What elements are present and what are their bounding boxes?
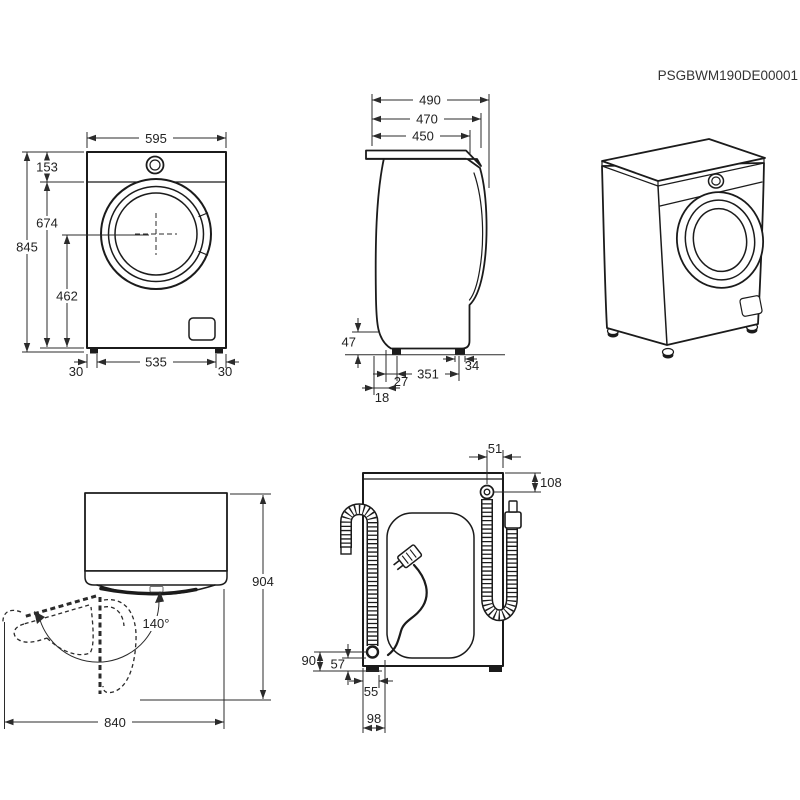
side-door-inner-arc — [468, 172, 484, 301]
inlet-hose-coupling — [504, 511, 522, 529]
dim-top-depth-open: 904 — [252, 574, 274, 589]
drain-hose-end — [340, 546, 352, 555]
persp-filter-door — [739, 295, 763, 317]
rear-view: 51 108 90 57 55 98 — [302, 441, 562, 733]
door-handle-ticks — [198, 212, 209, 256]
rear-dimensions: 51 108 90 57 55 98 — [302, 441, 562, 733]
front-foot-right — [215, 348, 223, 354]
dim-top-width-open: 840 — [104, 715, 126, 730]
front-dimensions: 595 845 153 674 462 535 30 30 — [13, 131, 239, 379]
front-door — [100, 178, 212, 290]
dim-rear-drain-height: 90 — [302, 653, 316, 668]
dim-side-foot-spacing: 351 — [417, 367, 439, 382]
dim-front-foot-inset-right: 30 — [218, 364, 232, 379]
rear-foot-right — [489, 666, 502, 672]
dim-rear-cord-offset: 98 — [367, 711, 381, 726]
dim-side-depth-total: 490 — [419, 93, 441, 108]
top-door-edge — [99, 586, 198, 596]
inlet-hose-nipple — [508, 500, 518, 513]
front-filter-door — [188, 317, 216, 341]
persp-foot-front — [661, 347, 675, 357]
top-front-band — [84, 570, 228, 586]
side-foot-front — [455, 349, 465, 355]
front-foot-left — [90, 348, 98, 354]
side-cabinet — [374, 157, 488, 350]
persp-front-left-edge — [657, 185, 668, 346]
dim-side-rear-foot-offset: 27 — [394, 374, 408, 389]
dim-side-depth-worktop: 470 — [416, 112, 438, 127]
dim-front-door-center: 462 — [56, 289, 78, 304]
swing-arrow-closed — [155, 591, 164, 603]
front-knob-inner — [149, 159, 161, 171]
perspective-view — [601, 138, 766, 359]
persp-knob-inner — [711, 176, 721, 186]
front-view: 595 845 153 674 462 535 30 30 — [13, 131, 239, 379]
persp-top-face — [601, 138, 766, 182]
front-knob-outer — [145, 155, 165, 175]
dim-front-panel-height: 153 — [36, 160, 58, 175]
dim-front-foot-spacing: 535 — [145, 355, 167, 370]
top-dimensions: 904 840 — [4, 493, 280, 730]
dim-front-body-height: 674 — [36, 216, 58, 231]
dim-rear-drain-offset: 55 — [364, 684, 378, 699]
rear-foot-left — [366, 666, 379, 672]
side-view: 490 470 450 47 18 27 351 — [342, 93, 505, 405]
dim-top-door-angle: 140° — [143, 616, 170, 631]
rear-drain-hose — [340, 503, 380, 659]
dim-front-foot-inset-left: 30 — [69, 364, 83, 379]
persp-knob-outer — [707, 173, 725, 189]
persp-worktop-lip — [601, 157, 765, 187]
dim-front-width: 595 — [145, 131, 167, 146]
side-foot-rear — [392, 349, 401, 355]
top-door-open-140 — [2, 594, 97, 656]
dim-side-rear-panel-offset: 18 — [375, 390, 389, 405]
swing-arrow-open — [34, 611, 45, 624]
dim-side-depth-cabinet: 450 — [412, 129, 434, 144]
side-dimensions: 490 470 450 47 18 27 351 — [342, 93, 490, 405]
top-door-open-90 — [98, 597, 137, 694]
dim-front-total-height: 845 — [16, 240, 38, 255]
dim-side-front-foot-width: 34 — [465, 358, 479, 373]
dim-rear-inlet-drop: 108 — [540, 475, 562, 490]
rear-power-cord — [386, 544, 428, 657]
door-center-crosshair — [135, 213, 177, 255]
persp-door — [675, 191, 765, 289]
drain-hose-outlet — [365, 645, 380, 659]
dim-rear-outlet-height: 57 — [331, 657, 345, 672]
drawing-code: PSGBWM190DE00001 — [658, 68, 798, 83]
top-view: 140° 904 840 — [2, 492, 280, 730]
dim-rear-inlet-offset: 51 — [488, 441, 502, 456]
top-door-handle — [149, 586, 164, 593]
dim-side-rear-clearance: 47 — [342, 335, 356, 350]
top-cabinet — [84, 492, 228, 572]
rear-inlet-hose — [479, 484, 522, 622]
